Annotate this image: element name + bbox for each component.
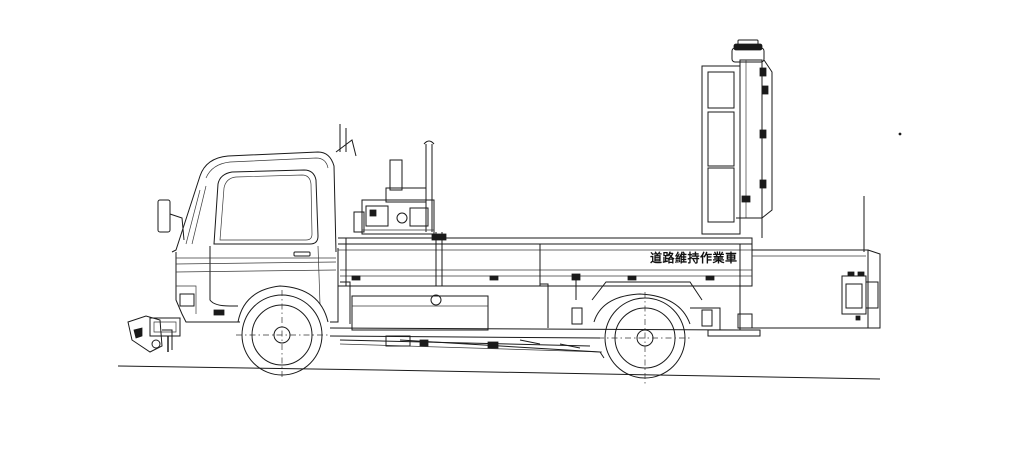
front-wheel bbox=[236, 285, 329, 380]
ground-line bbox=[117, 365, 881, 380]
cargo-bed: 道路維持作業車 bbox=[338, 232, 753, 330]
vehicle-body-text: 道路維持作業車 bbox=[650, 250, 738, 265]
bed-machinery bbox=[335, 124, 435, 235]
truck-cab bbox=[149, 151, 339, 337]
front-attachment bbox=[127, 315, 173, 353]
rear-crash-cushion bbox=[752, 196, 881, 329]
arrow-board bbox=[701, 39, 773, 238]
chassis bbox=[329, 281, 761, 359]
rear-wheel bbox=[593, 292, 692, 384]
